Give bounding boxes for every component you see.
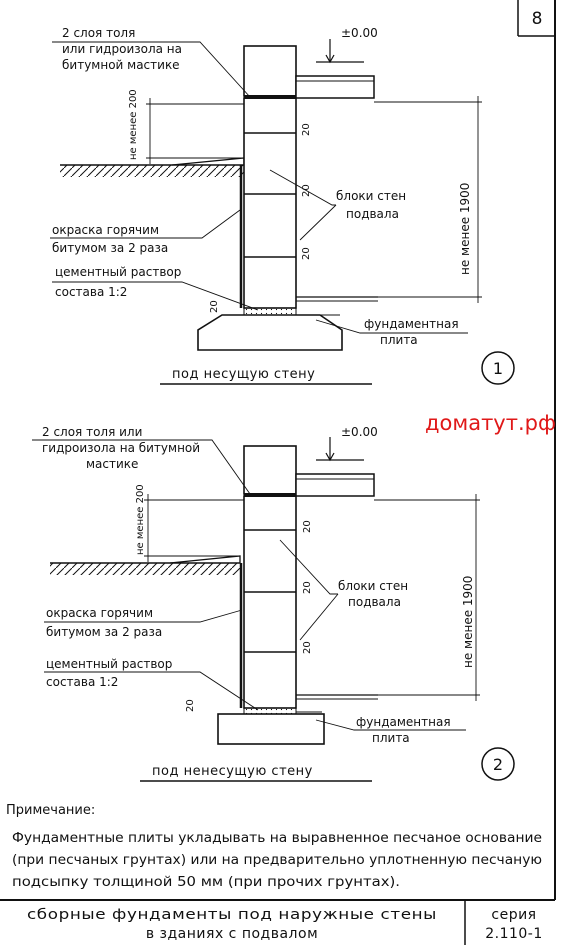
ground-hatch: [60, 165, 244, 177]
note-line: Фундаментные плиты укладывать на выравне…: [12, 831, 542, 846]
blocks-label: блоки стен подвала: [338, 579, 412, 609]
level-mark: ±0.00: [341, 26, 378, 40]
upper-wall: [243, 45, 297, 97]
mortar-label: цементный раствор состава 1:2: [46, 657, 176, 689]
level-mark: ±0.00: [341, 425, 378, 439]
note-line: (при песчаных грунтах) или на предварите…: [12, 853, 542, 868]
foundation-slab: [217, 713, 325, 745]
detail-1: ±0.00 не менее 200 не менее 1900 20 20 2…: [50, 26, 515, 385]
page-number: 8: [532, 9, 543, 29]
joint-dim: 20: [302, 520, 313, 533]
note-line: подсыпку толщиной 50 мм (при прочих грун…: [12, 875, 400, 890]
detail-number-1: 1: [493, 359, 503, 378]
slab-label: фундаментная плита: [356, 715, 454, 745]
series-label: серия: [491, 907, 536, 923]
detail-number-2: 2: [493, 755, 503, 774]
mortar-dim: 20: [185, 699, 196, 712]
mortar-label: цементный раствор состава 1:2: [55, 265, 185, 299]
wall-blocks: [243, 97, 297, 309]
joint-dim: 20: [301, 247, 312, 260]
paint-label: окраска горячим битумом за 2 раза: [46, 606, 162, 639]
waterproofing-label: 2 слоя толя или гидроизола на битумной м…: [42, 425, 204, 471]
caption-2: под ненесущую стену: [152, 764, 313, 779]
min-1900-label: не менее 1900: [461, 576, 475, 668]
drawing-title-line-2: в зданиях с подвалом: [146, 926, 318, 942]
paint-label: окраска горячим битумом за 2 раза: [52, 223, 168, 255]
foundation-slab: [197, 314, 343, 351]
slab-label: фундаментная плита: [364, 317, 462, 347]
floor-slab: [295, 75, 375, 99]
sheet-frame: [0, 0, 556, 901]
min-1900-label: не менее 1900: [458, 183, 472, 275]
min-200-label: не менее 200: [135, 484, 146, 555]
detail-2: ±0.00 не менее 200 не менее 1900 20 20 2…: [32, 425, 515, 782]
blind-area: [169, 555, 241, 564]
joint-dim: 20: [302, 641, 313, 654]
blind-area: [171, 157, 245, 166]
min-200-label: не менее 200: [128, 89, 139, 160]
mortar-bed: [243, 307, 297, 316]
note-block: Примечание: Фундаментные плиты укладыват…: [6, 803, 542, 890]
joint-dim: 20: [301, 123, 312, 136]
mortar-dim: 20: [209, 300, 220, 313]
wall-blocks: [243, 495, 297, 709]
upper-wall: [243, 445, 297, 495]
blocks-label: блоки стен подвала: [336, 189, 410, 221]
joint-dim: 20: [302, 581, 313, 594]
ground-hatch: [50, 563, 240, 575]
waterproofing-label: 2 слоя толя или гидроизола на битумной м…: [62, 26, 186, 72]
floor-slab: [295, 473, 375, 497]
drawing-title-line-1: сборные фундаменты под наружные стены: [27, 907, 437, 923]
watermark: доматут.рф: [425, 411, 556, 435]
note-heading: Примечание:: [6, 803, 95, 818]
series-number: 2.110-1: [485, 926, 543, 942]
mortar-bed: [243, 707, 297, 715]
title-block: сборные фундаменты под наружные стены в …: [27, 900, 543, 945]
caption-1: под несущую стену: [172, 367, 315, 382]
